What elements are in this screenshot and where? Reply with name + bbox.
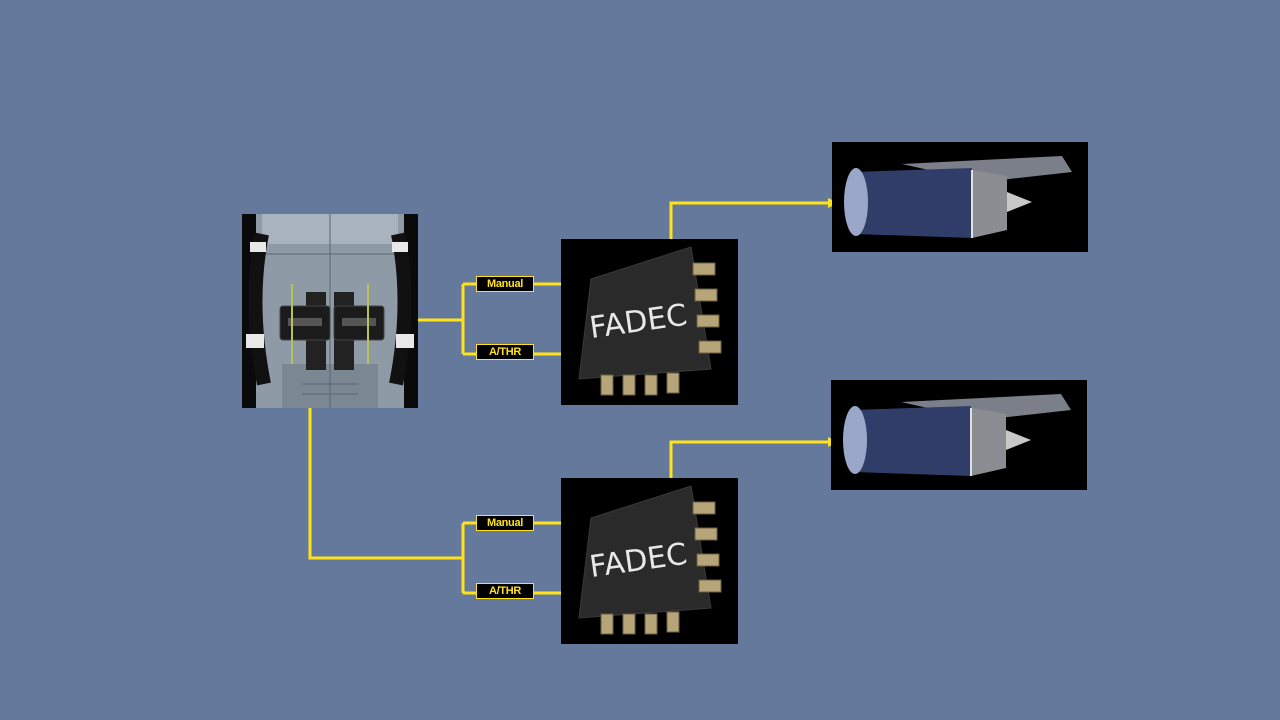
engine-2 (831, 380, 1087, 490)
link-label-manual-1: Manual (476, 276, 534, 292)
fadec-unit-2: FADEC (561, 478, 738, 644)
jet-engine-icon (843, 394, 1071, 476)
fadec-chip-icon: FADEC (578, 485, 722, 635)
fadec-chip-icon: FADEC (578, 246, 722, 396)
link-label-athr-2: A/THR (476, 583, 534, 599)
engine-1 (832, 142, 1088, 252)
jet-engine-icon (844, 156, 1072, 238)
fadec-unit-1: FADEC (561, 239, 738, 405)
throttle-quadrant (242, 214, 418, 408)
link-label-manual-2: Manual (476, 515, 534, 531)
link-label-athr-1: A/THR (476, 344, 534, 360)
throttle-quadrant-icon (246, 214, 414, 408)
